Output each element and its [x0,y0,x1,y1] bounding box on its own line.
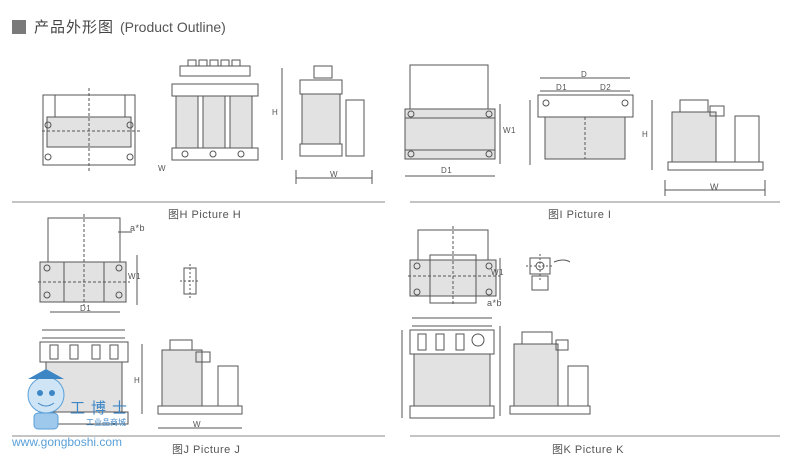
i-dim-d1-label: D1 [441,166,453,175]
i-dim-d-label: D [581,70,588,79]
j-side-dim-h-label: H [134,376,141,385]
caption-picture-h: 图H Picture H [168,209,242,221]
caption-picture-j: 图J Picture J [172,444,241,456]
caption-picture-k: 图K Picture K [552,444,625,456]
h-side-dim-w-label: W [330,170,339,179]
drawing-i-front [404,64,501,177]
drawing-h-front [42,88,142,172]
i-side-dim-h-label: H [642,130,649,139]
j-side-dim-w-label: W [193,420,202,429]
caption-picture-i: 图I Picture I [548,209,612,221]
i-dim-w1-label: W1 [503,126,516,135]
header-title-cn: 产品外形图 [34,18,115,36]
drawing-i-side [651,99,766,196]
watermark-name: 工博士 [70,399,134,417]
drawing-k-detail [526,254,571,291]
header-title-en: (Product Outline) [120,18,226,35]
drawing-h-terminal [171,59,259,161]
k-dim-axb-label: a*b [487,298,503,308]
i-dim-d1-top-label: D1 [556,83,568,92]
drawing-h-side [281,65,373,184]
drawing-j-side [141,339,243,429]
section-header: 产品外形图 (Product Outline) [12,16,226,37]
j-dim-w1-label: W1 [128,272,141,281]
header-square-icon [12,19,26,34]
drawing-j-top [38,214,138,313]
mascot-robot-icon [27,369,65,430]
i-side-dim-w-label: W [710,182,719,192]
j-dim-d1-label: D1 [80,304,92,313]
j-dim-axb-label: a*b [130,223,146,233]
drawing-k-top [408,226,501,306]
drawing-k-side [499,326,591,416]
drawing-k-front [401,317,495,419]
watermark-tagline: 工业品商城 [86,418,126,427]
h-dim-w-label: W [158,164,167,173]
drawing-j-detail [180,264,200,298]
drawing-i-top [529,77,634,165]
watermark: 工博士 工业品商城 www.gongboshi.com [10,365,160,457]
k-dim-w1-label: W1 [491,268,504,277]
i-dim-d2-label: D2 [600,83,612,92]
watermark-url: www.gongboshi.com [12,435,123,449]
h-side-dim-h-label: H [272,108,279,117]
